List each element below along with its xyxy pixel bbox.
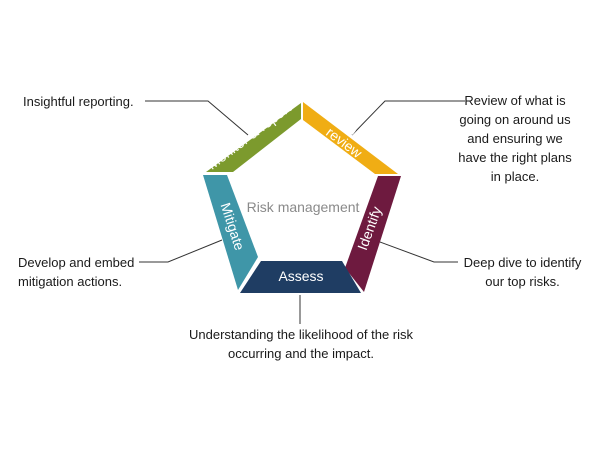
callout-continuous-line: going on around us <box>459 112 571 127</box>
callout-continuous-line: Review of what is <box>464 93 566 108</box>
callout-identify-line: our top risks. <box>485 274 560 289</box>
callout-identify: Deep dive to identify our top risks. <box>450 253 595 291</box>
center-label: Risk management <box>247 199 360 215</box>
segment-label-assess: Assess <box>278 268 323 284</box>
callout-continuous: Review of what is going on around us and… <box>440 91 590 186</box>
callout-continuous-line: in place. <box>490 169 540 184</box>
segment-monitor[interactable] <box>206 103 301 172</box>
segment-label-monitor: Monitor & report <box>204 99 294 172</box>
callout-identify-line: Deep dive to identify <box>463 255 582 270</box>
callout-assess-line: occurring and the impact. <box>228 346 374 361</box>
callout-monitor-line: Insightful reporting. <box>23 94 134 109</box>
callout-mitigate: Develop and embed mitigation actions. <box>18 253 134 291</box>
segment-assess[interactable] <box>240 261 361 293</box>
leader-monitor <box>145 100 249 136</box>
segment-identify[interactable] <box>345 176 401 292</box>
callout-assess-line: Understanding the likelihood of the risk <box>188 327 414 342</box>
callout-mitigate-line: Develop and embed <box>18 255 135 270</box>
segment-continuous[interactable] <box>303 102 398 174</box>
leader-identify <box>379 241 458 263</box>
callout-monitor: Insightful reporting. <box>23 92 134 111</box>
segment-mitigate[interactable] <box>203 175 258 290</box>
leader-mitigate <box>139 239 223 263</box>
leader-continuous <box>351 100 465 136</box>
callout-assess: Understanding the likelihood of the risk… <box>170 325 432 363</box>
callout-continuous-line: and ensuring we <box>467 131 563 146</box>
callout-continuous-line: have the right plans <box>458 150 572 165</box>
callout-mitigate-line: mitigation actions. <box>18 274 123 289</box>
